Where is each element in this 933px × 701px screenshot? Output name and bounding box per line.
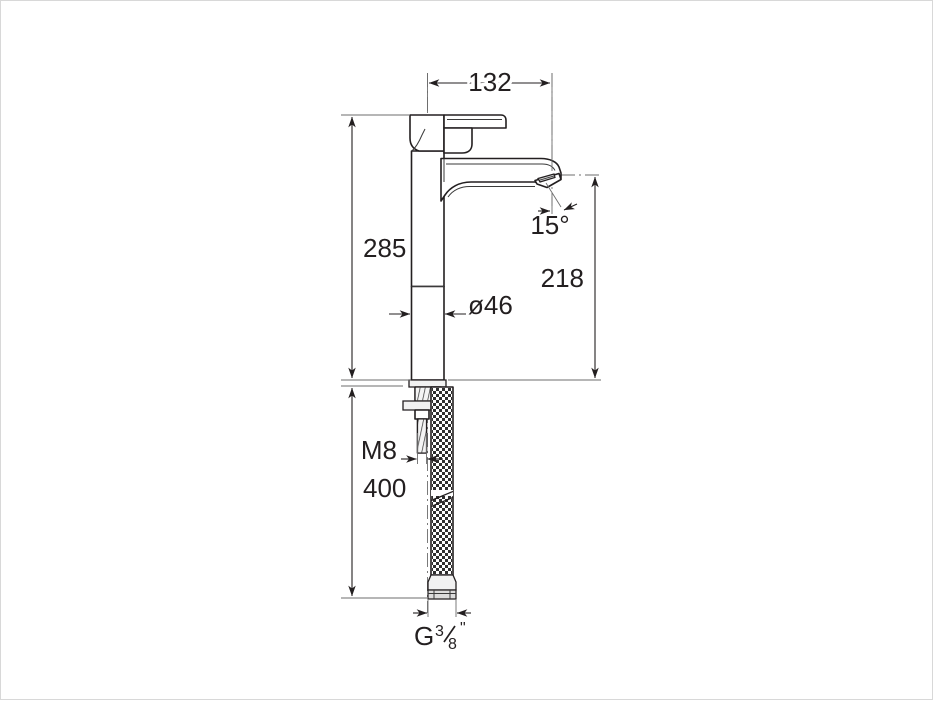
m8-stud-head (414, 409, 430, 420)
m8-stud-thread-fill (418, 419, 426, 453)
flexible-hose-braid (432, 388, 452, 574)
lever-handle (443, 114, 507, 129)
hose-break-line (431, 490, 453, 508)
dim-m8-label: M8 (361, 435, 397, 465)
dim-g38-fraction-bar (443, 625, 456, 643)
aerator-face-detail (539, 175, 555, 181)
dimension-angle-15-group: 15° (530, 182, 578, 240)
dimension-400-group: 400 (341, 385, 427, 599)
dim-15-label: 15° (530, 210, 569, 240)
faucet-body-lower-column (410, 285, 445, 381)
dim-400-label: 400 (363, 473, 406, 503)
spout-top-highlight (446, 163, 556, 171)
hose-end-collar (427, 574, 457, 591)
dim-g38-inch-mark: " (460, 620, 466, 637)
faucet-body-upper-column (410, 150, 445, 288)
dim-g38-numerator: 3 (435, 623, 444, 640)
dimension-diameter-46-group: ø46 (389, 290, 513, 320)
lever-underside (443, 127, 473, 154)
dim-15-leader (545, 182, 562, 208)
base-flange (408, 379, 447, 388)
dimension-132-group: 132 (427, 64, 553, 171)
dim-285-label: 285 (363, 233, 406, 263)
faucet-body-group (409, 114, 562, 381)
g38-nut (427, 589, 457, 600)
dim-132-label: 132 (468, 67, 511, 97)
dim-g38-denominator: 8 (448, 636, 457, 653)
dimension-m8-group: M8 (361, 433, 443, 465)
dim-15-arrow-right (563, 202, 578, 211)
mounting-hardware-group (402, 379, 457, 600)
body-shoulder-taper (411, 128, 426, 152)
cartridge-cap (409, 114, 445, 152)
dim-g38-label-letter: G (414, 621, 434, 651)
dimension-285-group: 285 (341, 114, 411, 381)
dim-218-label: 218 (541, 263, 584, 293)
dimension-g38-group: G 3 8 " (413, 599, 471, 653)
spout-inner-contour (447, 186, 535, 198)
dim-d46-label: ø46 (468, 290, 513, 320)
dimension-218-group: 218 (448, 176, 601, 381)
